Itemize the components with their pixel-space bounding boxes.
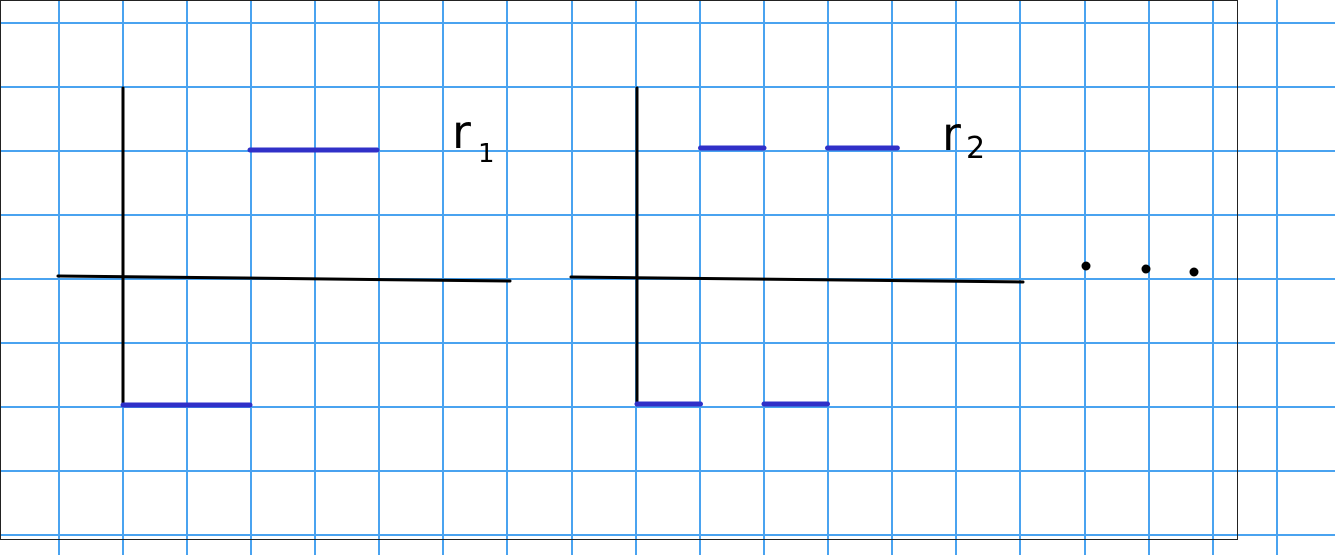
panel-r1: r 1 — [56, 86, 512, 408]
continuation-ellipsis — [1081, 261, 1199, 277]
panel-r2: r 2 — [569, 86, 1025, 407]
label-subscript: 2 — [966, 131, 985, 166]
page-frame — [0, 0, 1238, 540]
x-axis — [569, 275, 1025, 284]
ellipsis-dot — [1141, 264, 1151, 274]
label-r2: r 2 — [942, 107, 985, 166]
x-axis — [56, 274, 512, 283]
segments-group — [634, 145, 900, 407]
label-r1: r 1 — [452, 105, 495, 169]
label-letter: r — [942, 107, 961, 161]
segments-group — [120, 147, 380, 408]
ellipsis-dot — [1189, 267, 1199, 277]
label-subscript: 1 — [478, 139, 495, 169]
label-letter: r — [452, 105, 471, 159]
ellipsis-dot — [1081, 261, 1091, 271]
